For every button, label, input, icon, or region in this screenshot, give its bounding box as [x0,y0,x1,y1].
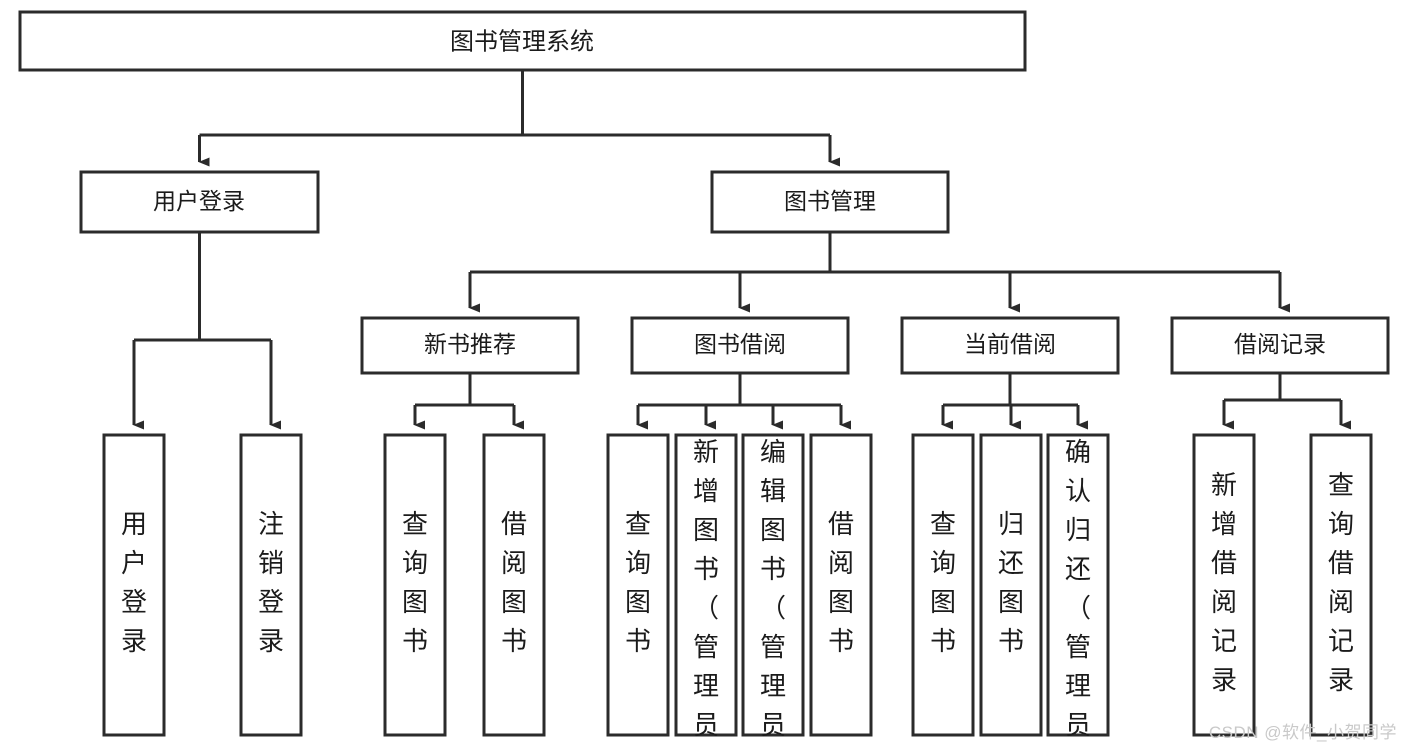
leaf-node-box [102,433,166,737]
leaf-node-label: 新增图书（管理员） [693,437,719,747]
leaf-node[interactable]: 新增借阅记录 [1192,433,1256,737]
leaf-node-box [1309,433,1373,737]
node-book-borrow-box [630,316,850,375]
node-borrow-record[interactable]: 借阅记录 [1170,316,1390,375]
leaf-node-box [741,433,805,737]
leaf-node-label: 借阅图书 [828,509,854,656]
connector-layer [132,70,1351,430]
leaf-node[interactable]: 编辑图书（管理员） [741,433,805,747]
node-book-borrow[interactable]: 图书借阅 [630,316,850,375]
node-new-book-recommend[interactable]: 新书推荐 [360,316,580,375]
leaf-node-box [482,433,546,737]
leaf-node[interactable]: 查询借阅记录 [1309,433,1373,737]
leaf-node-label: 查询图书 [402,509,428,656]
leaf-node-label: 查询图书 [930,509,956,656]
leaf-node[interactable]: 注销登录 [239,433,303,737]
leaf-node[interactable]: 借阅图书 [482,433,546,737]
node-book-management-box [710,170,950,234]
node-book-management[interactable]: 图书管理 [710,170,950,234]
node-current-borrow[interactable]: 当前借阅 [900,316,1120,375]
leaf-node-label: 借阅图书 [501,509,527,656]
node-new-book-recommend-box [360,316,580,375]
leaf-node-box [1192,433,1256,737]
leaf-node[interactable]: 借阅图书 [809,433,873,737]
leaf-node-label: 新增借阅记录 [1211,470,1237,695]
leaf-node[interactable]: 查询图书 [911,433,975,737]
leaf-node-layer: 用户登录 注销登录 查询图书 借阅图书 查询图书 新增图书（管理员） 编辑图书（管理员） 借阅… [102,433,1373,747]
leaf-node[interactable]: 查询图书 [606,433,670,737]
node-book-borrow-label: 图书借阅 [694,331,786,357]
node-current-borrow-label: 当前借阅 [964,331,1056,357]
node-root-box [18,10,1027,72]
node-root[interactable]: 图书管理系统 [18,10,1027,72]
node-book-management-label: 图书管理 [784,188,876,214]
leaf-node[interactable]: 用户登录 [102,433,166,737]
leaf-node-label: 归还图书 [998,509,1024,656]
leaf-node-box [383,433,447,737]
leaf-node[interactable]: 确认归还（管理员） [1046,433,1110,747]
leaf-node[interactable]: 查询图书 [383,433,447,737]
leaf-node-box [979,433,1043,737]
leaf-node-label: 用户登录 [121,509,147,656]
leaf-node-label: 注销登录 [258,509,284,656]
node-current-borrow-box [900,316,1120,375]
leaf-node-box [239,433,303,737]
node-root-label: 图书管理系统 [450,28,594,55]
node-new-book-recommend-label: 新书推荐 [424,331,516,357]
node-user-login[interactable]: 用户登录 [79,170,320,234]
node-borrow-record-label: 借阅记录 [1234,331,1326,357]
leaf-node-box [1046,433,1110,737]
leaf-node-label: 确认归还（管理员） [1065,437,1091,747]
node-user-login-label: 用户登录 [153,188,245,214]
leaf-node-box [911,433,975,737]
node-user-login-box [79,170,320,234]
leaf-node-box [606,433,670,737]
leaf-node-label: 查询图书 [625,509,651,656]
leaf-node[interactable]: 新增图书（管理员） [674,433,738,747]
leaf-node-label: 编辑图书（管理员） [760,437,786,747]
leaf-node-box [674,433,738,737]
leaf-node-box [809,433,873,737]
node-borrow-record-box [1170,316,1390,375]
leaf-node[interactable]: 归还图书 [979,433,1043,737]
leaf-node-label: 查询借阅记录 [1328,470,1354,695]
